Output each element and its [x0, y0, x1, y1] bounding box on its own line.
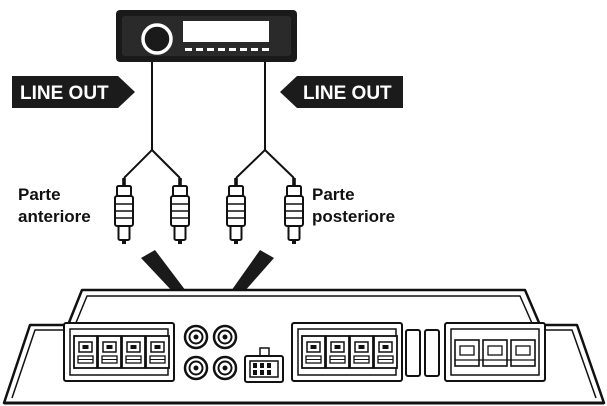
front-label-line1: Parte: [18, 185, 61, 204]
front-label-line2: anteriore: [18, 207, 91, 226]
rca-plug-front-right: [170, 177, 190, 245]
power-terminals: [444, 322, 546, 382]
rca-plug-front-left: [114, 177, 134, 245]
cable-lines: [123, 62, 295, 179]
rca-plug-rear-left: [226, 177, 246, 245]
line-out-tag-right: LINE OUT: [280, 76, 403, 108]
line-out-label-left: LINE OUT: [20, 83, 109, 104]
rear-label-line2: posteriore: [312, 207, 395, 226]
rear-label-line1: Parte: [312, 185, 355, 204]
line-out-tag-left: LINE OUT: [12, 76, 135, 108]
fuse-slots: [405, 329, 440, 377]
car-stereo-icon: [116, 10, 297, 62]
line-out-label-right: LINE OUT: [303, 83, 392, 104]
harness-connector: [244, 347, 284, 383]
amplifier-icon: [2, 288, 606, 405]
rca-plug-rear-right: [284, 177, 304, 245]
